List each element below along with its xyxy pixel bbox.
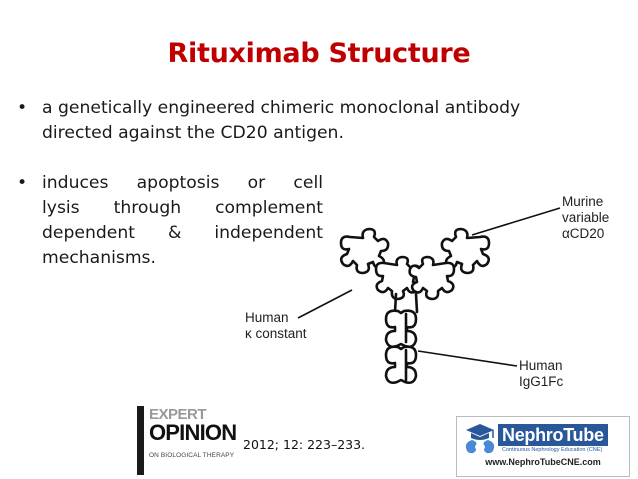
label-igg-line-1: Human (519, 358, 563, 373)
label-murine-variable: Murine variable αCD20 (562, 194, 609, 242)
bullet-point-2: • induces apoptosis or cell lysis throug… (17, 171, 323, 271)
label-kappa-line-2: κ constant (245, 326, 307, 341)
label-kappa-line-1: Human (245, 310, 289, 325)
antibody-domain (339, 227, 390, 275)
antibody-domain (408, 255, 456, 301)
antibody-domain (384, 345, 418, 385)
bullet-dot: • (17, 173, 28, 193)
slide-title: Rituximab Structure (167, 38, 471, 69)
expert-opinion-logo: EXPERT OPINION ON BIOLOGICAL THERAPY (137, 406, 237, 475)
bullet-2-line-3: dependent & independent (42, 223, 323, 243)
citation: 2012; 12: 223–233. (243, 437, 366, 452)
nephrotube-logo: NephroTube Continuous Nephrology Educati… (456, 416, 630, 477)
bullet-point-1: • a genetically engineered chimeric mono… (17, 96, 632, 146)
label-human-kappa: Human κ constant (245, 310, 307, 342)
bullet-2-line-1: induces apoptosis or cell (42, 173, 323, 193)
expert-logo-line-2: OPINION (149, 420, 237, 445)
leader-line-igg (417, 350, 518, 367)
antibody-domain (374, 255, 422, 301)
bullet-2-line-2: lysis through complement (42, 198, 323, 218)
expert-logo-line-1: EXPERT (149, 406, 207, 423)
antibody-domain (440, 227, 491, 275)
antibody-domain (384, 309, 418, 349)
expert-logo-line-3: ON BIOLOGICAL THERAPY (149, 452, 235, 459)
bullet-1-line-1: a genetically engineered chimeric monocl… (42, 98, 521, 118)
label-murine-line-2: variable (562, 210, 610, 225)
bullet-2-line-4: mechanisms. (42, 248, 156, 268)
nephrotube-tagline: Continuous Nephrology Education (CNE) (502, 447, 603, 453)
antibody-hinge (393, 292, 419, 314)
leader-line-kappa (297, 289, 353, 319)
leader-line-murine (471, 207, 561, 236)
nephrotube-url: www.NephroTubeCNE.com (485, 457, 601, 467)
label-igg-line-2: IgG1Fc (519, 374, 564, 389)
nephrotube-name: NephroTube (498, 424, 608, 446)
label-murine-line-3: αCD20 (562, 226, 605, 241)
label-human-igg1fc: Human IgG1Fc (519, 358, 563, 390)
kidney-graduation-cap-icon (465, 424, 495, 454)
label-murine-line-1: Murine (562, 194, 604, 209)
bullet-dot: • (17, 98, 28, 118)
bullet-1-line-2: directed against the CD20 antigen. (42, 123, 344, 143)
